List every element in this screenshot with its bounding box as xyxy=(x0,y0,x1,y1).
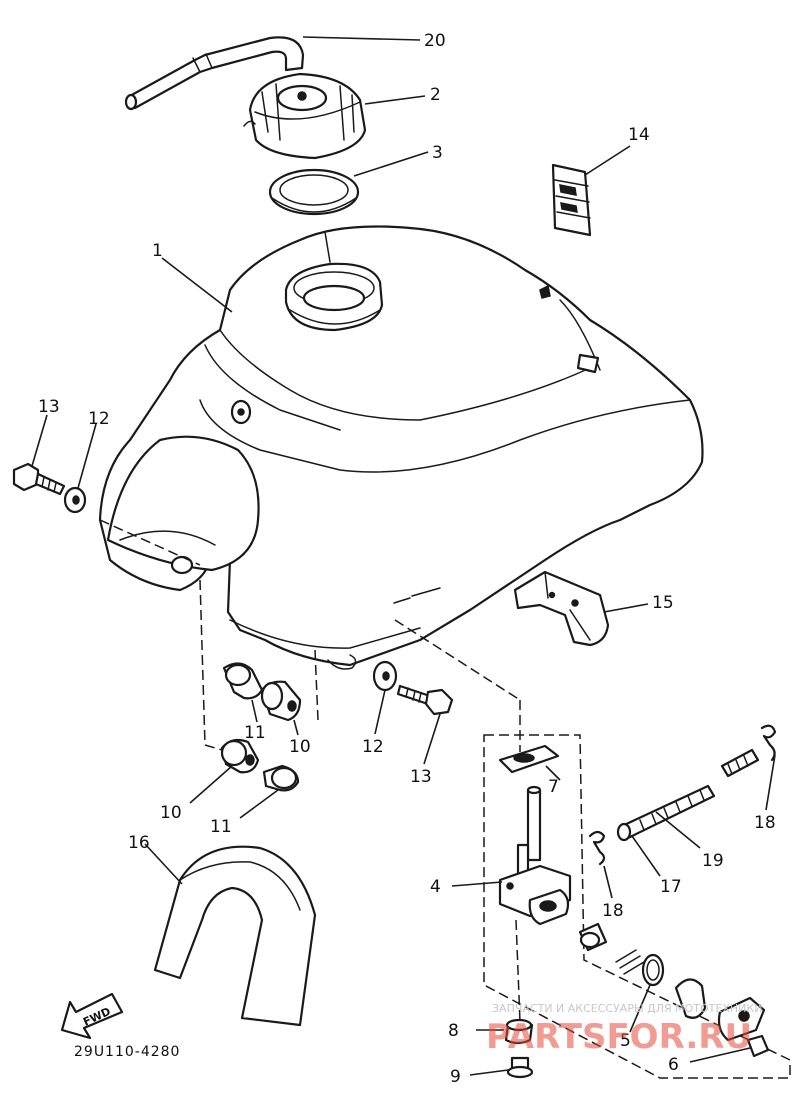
watermark-tagline: ЗАПЧАСТИ И АКСЕССУАРЫ ДЛЯ МОТОТЕХНИКИ xyxy=(492,1002,762,1015)
callout-17: 17 xyxy=(660,877,682,897)
part-collar-lower xyxy=(262,764,300,792)
callout-13-right: 13 xyxy=(410,767,432,787)
part-bolt-left xyxy=(12,462,66,496)
callout-9: 9 xyxy=(450,1067,461,1087)
callout-12-left: 12 xyxy=(88,409,110,429)
drawing-code: 29U110-4280 xyxy=(74,1044,180,1060)
part-drain-screw xyxy=(506,1056,534,1079)
callout-3: 3 xyxy=(432,143,443,163)
callout-18-lower: 18 xyxy=(602,901,624,921)
callout-8: 8 xyxy=(448,1021,459,1041)
part-tank-band xyxy=(153,845,317,1027)
part-strainer-cup xyxy=(504,1018,534,1045)
part-breather-hose xyxy=(124,36,305,111)
callout-14: 14 xyxy=(628,125,650,145)
leader-lines xyxy=(31,36,776,1076)
part-washer-left xyxy=(63,486,87,514)
watermark-logo: PARTSFOR.RU xyxy=(486,1017,752,1057)
part-spring-tube xyxy=(616,784,716,842)
part-fuel-cock xyxy=(498,785,572,926)
callout-5: 5 xyxy=(620,1031,631,1051)
part-bolt-right xyxy=(396,684,454,716)
part-bracket xyxy=(513,570,610,647)
part-clip-18-lower xyxy=(588,830,606,866)
part-clip xyxy=(551,163,592,237)
part-fuel-cap xyxy=(243,72,367,160)
callout-11-upper: 11 xyxy=(244,723,266,743)
callout-16: 16 xyxy=(128,833,150,853)
part-damper-lower xyxy=(220,738,260,774)
callout-6: 6 xyxy=(668,1055,679,1075)
callout-labels: 20 2 3 14 1 13 12 15 11 10 12 13 7 10 11… xyxy=(38,31,776,1087)
callout-19: 19 xyxy=(702,851,724,871)
part-collar-upper xyxy=(222,662,264,700)
callout-20: 20 xyxy=(424,31,446,51)
fwd-arrow: FWD xyxy=(60,992,124,1040)
part-gasket xyxy=(268,168,360,216)
watermark: ЗАПЧАСТИ И АКСЕССУАРЫ ДЛЯ МОТОТЕХНИКИ PA… xyxy=(486,1002,762,1057)
callout-2: 2 xyxy=(430,85,441,105)
callout-10-lower: 10 xyxy=(160,803,182,823)
callout-12-right: 12 xyxy=(362,737,384,757)
assembly-lines xyxy=(99,231,521,1023)
callout-1: 1 xyxy=(152,241,163,261)
part-fuel-tank xyxy=(98,225,704,670)
callout-10-upper: 10 xyxy=(289,737,311,757)
callout-4: 4 xyxy=(430,877,441,897)
part-damper-upper xyxy=(260,680,302,722)
part-spring-end xyxy=(720,748,760,778)
part-clip-18-upper xyxy=(760,724,777,762)
callout-15: 15 xyxy=(652,593,674,613)
part-cock-inner xyxy=(578,922,770,1058)
callout-13-left: 13 xyxy=(38,397,60,417)
part-washer-right xyxy=(372,660,398,692)
callout-7: 7 xyxy=(548,777,559,797)
fuel-cock-frame xyxy=(483,734,791,1079)
part-cock-gasket xyxy=(498,744,560,774)
callout-18-right: 18 xyxy=(754,813,776,833)
callout-11-lower: 11 xyxy=(210,817,232,837)
